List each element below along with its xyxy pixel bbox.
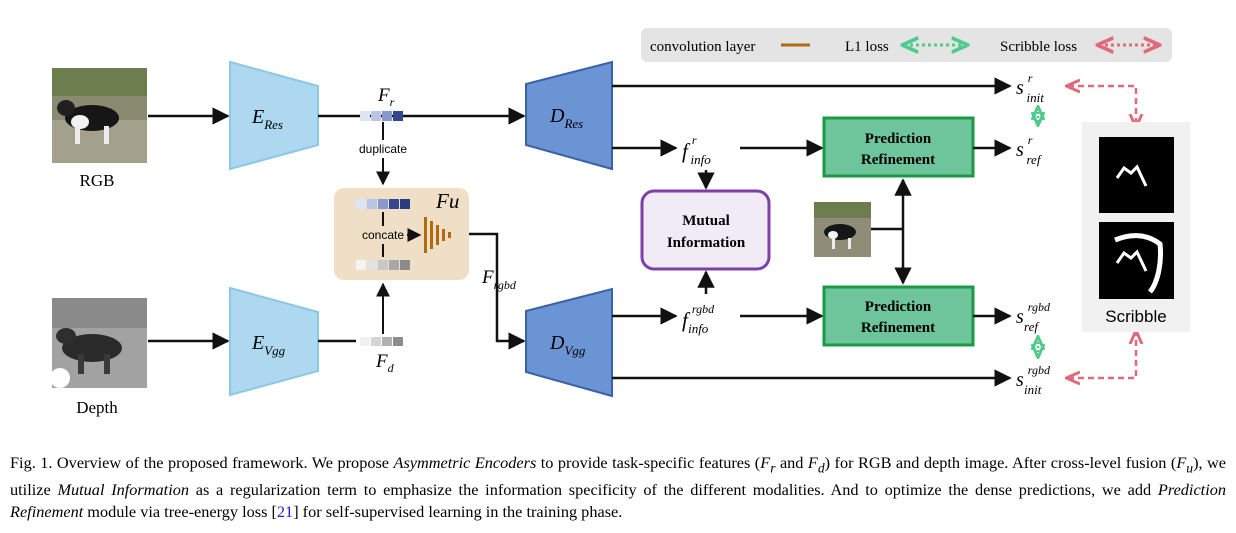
caption-text-5: ), we utilize <box>10 453 1227 500</box>
fusion-label: Fu <box>435 189 459 213</box>
caption-math-fd: F <box>807 453 818 472</box>
fusion-block <box>334 188 469 280</box>
concate-label: concate <box>362 228 404 242</box>
rgb-thumbnail <box>814 202 871 257</box>
caption-text-4: ) for RGB and depth image. After cross-l… <box>824 453 1177 472</box>
depth-label: Depth <box>76 398 118 417</box>
encoder-vgg-label: EVgg <box>251 332 286 358</box>
legend-conv-label: convolution layer <box>650 39 755 55</box>
caption-text-8: ] for self-supervised learning in the tr… <box>293 502 623 522</box>
caption-italic-1: Asymmetric Encoders <box>393 453 537 472</box>
caption-math-fd-sub: d <box>817 460 825 476</box>
mutual-information-line2: Information <box>667 235 746 251</box>
prediction-refinement-top <box>822 116 975 178</box>
scribble-loss-top <box>1068 86 1136 126</box>
caption-text-3: and <box>775 453 808 472</box>
fd-feature-strip <box>360 337 403 346</box>
decoder-vgg-label: DVgg <box>549 332 586 358</box>
scribble-image-bottom <box>1099 222 1174 299</box>
decoder-res-label: DRes <box>549 105 583 131</box>
refine-top-line1: Prediction <box>865 131 932 147</box>
caption-text-2: to provide task-specific features ( <box>536 453 761 472</box>
caption-math-fr: F <box>760 453 771 472</box>
caption-italic-3: Prediction Refinement <box>10 480 1227 522</box>
refine-bottom-line1: Prediction <box>865 299 932 315</box>
legend-l1-label: L1 loss <box>845 39 889 55</box>
scribble-label: Scribble <box>1105 307 1166 326</box>
legend: convolution layer L1 loss Scribble loss <box>641 28 1172 62</box>
mutual-information-line1: Mutual <box>682 213 730 229</box>
caption-text-7: module via tree-energy loss [ <box>83 502 277 522</box>
mutual-information-box <box>640 189 771 271</box>
decoder-res <box>525 60 613 171</box>
encoder-res <box>229 60 319 171</box>
caption-text-1: Fig. 1. Overview of the proposed framewo… <box>10 453 394 472</box>
scribble-loss-bottom <box>1068 332 1136 378</box>
caption-text-6: as a regularization term to emphasize th… <box>189 480 1158 500</box>
figure-caption: Fig. 1. Overview of the proposed framewo… <box>10 452 1226 523</box>
conv-layers-icon <box>424 217 451 253</box>
fr-label: Fr <box>377 85 395 109</box>
caption-citation-link[interactable]: 21 <box>276 502 294 522</box>
encoder-vgg <box>229 286 319 397</box>
rgb-label: RGB <box>80 171 115 190</box>
legend-scribble-loss-label: Scribble loss <box>1000 39 1077 55</box>
caption-math-fu-sub: u <box>1186 460 1194 476</box>
caption-math-fr-sub: r <box>770 460 776 476</box>
rgb-input-image <box>52 68 147 163</box>
decoder-vgg <box>525 287 613 398</box>
refine-top-line2: Refinement <box>861 152 935 168</box>
caption-math-fu: F <box>1176 453 1187 472</box>
arrow-fusion-to-dvgg <box>469 232 526 350</box>
fd-label: Fd <box>375 351 395 375</box>
framework-diagram: convolution layer L1 loss Scribble loss … <box>50 28 1190 417</box>
refine-bottom-line2: Refinement <box>861 320 935 336</box>
encoder-res-label: ERes <box>251 106 283 132</box>
duplicate-label: duplicate <box>359 142 407 156</box>
fr-feature-strip <box>360 111 403 121</box>
scribble-image-top <box>1099 137 1174 213</box>
frgbd-label: Frgbd <box>481 267 517 292</box>
prediction-refinement-bottom <box>822 285 975 347</box>
caption-italic-2: Mutual Information <box>57 480 189 500</box>
depth-input-image <box>50 298 147 388</box>
